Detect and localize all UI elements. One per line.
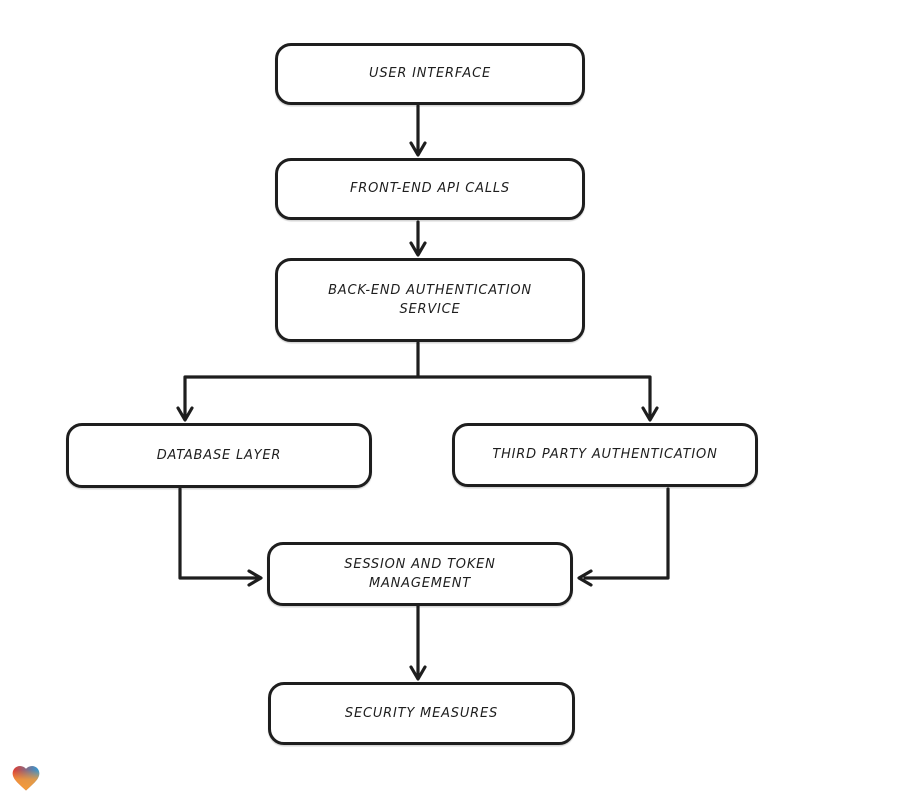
node-label: USER INTERFACE (369, 66, 491, 82)
node-third-party-authentication[interactable]: THIRD PARTY AUTHENTICATION (452, 423, 758, 487)
node-label: THIRD PARTY AUTHENTICATION (492, 447, 718, 463)
edge-user-interface-to-front-end-api-calls (409, 104, 427, 157)
edge-back-end-authentication-service-split (176, 341, 659, 422)
node-session-and-token-management[interactable]: SESSION AND TOKEN MANAGEMENT (267, 542, 573, 606)
node-database-layer[interactable]: DATABASE LAYER (66, 423, 372, 488)
heart-icon[interactable] (10, 762, 42, 794)
node-label: SESSION AND TOKEN MANAGEMENT (344, 556, 496, 592)
node-user-interface[interactable]: USER INTERFACE (275, 43, 585, 105)
edge-third-party-authentication-to-session-and-token-management (577, 487, 670, 587)
arrowhead-down-icon (409, 241, 427, 257)
node-security-measures[interactable]: SECURITY MEASURES (268, 682, 575, 745)
arrowhead-down-icon (409, 665, 427, 681)
arrowhead-down-icon (176, 406, 194, 422)
node-label: DATABASE LAYER (156, 447, 282, 463)
arrowhead-left-icon (577, 569, 593, 587)
arrowhead-down-icon (641, 406, 659, 422)
node-label: BACK-END AUTHENTICATION SERVICE (328, 282, 532, 318)
edge-session-and-token-management-to-security-measures (409, 604, 427, 681)
node-label: FRONT-END API CALLS (350, 181, 510, 197)
edge-front-end-api-calls-to-back-end-authentication-service (409, 220, 427, 257)
node-front-end-api-calls[interactable]: FRONT-END API CALLS (275, 158, 585, 220)
edge-database-layer-to-session-and-token-management (178, 487, 263, 587)
arrowhead-right-icon (247, 569, 263, 587)
node-back-end-authentication-service[interactable]: BACK-END AUTHENTICATION SERVICE (275, 258, 585, 342)
arrowhead-down-icon (409, 141, 427, 157)
node-label: SECURITY MEASURES (344, 705, 499, 721)
